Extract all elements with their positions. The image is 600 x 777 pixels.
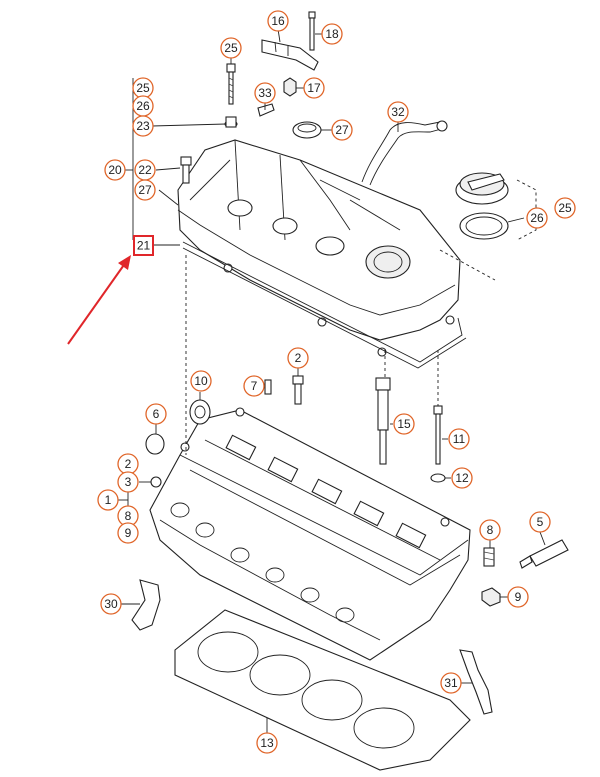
svg-text:1: 1 (105, 493, 112, 507)
svg-text:3: 3 (125, 475, 132, 489)
pin-7 (264, 379, 272, 395)
callout-26-left: 26 (132, 95, 154, 117)
callout-25-left: 25 (132, 77, 154, 99)
svg-text:2: 2 (125, 457, 132, 471)
svg-text:25: 25 (136, 81, 150, 95)
callout-30: 30 (100, 593, 122, 615)
callout-18: 18 (321, 23, 343, 45)
svg-text:10: 10 (194, 374, 208, 388)
stud-22 (180, 156, 192, 184)
cylinder-head (149, 407, 471, 661)
svg-text:13: 13 (260, 736, 274, 750)
highlight-arrow (67, 255, 131, 345)
svg-text:20: 20 (108, 163, 122, 177)
callout-24: 25 (220, 37, 242, 59)
valve-cover (177, 139, 461, 357)
svg-text:8: 8 (125, 509, 132, 523)
callout-27-left: 27 (134, 179, 156, 201)
breather-hose-32 (361, 120, 448, 186)
callout-32: 32 (387, 101, 409, 123)
callout-27-top: 27 (331, 119, 353, 141)
callout-25-right: 25 (554, 197, 576, 219)
callout-13: 13 (256, 732, 278, 754)
callout-10: 10 (190, 370, 212, 392)
oil-filler-cap (455, 172, 509, 240)
callout-12: 12 (451, 467, 473, 489)
callout-20: 20 (104, 159, 126, 181)
head-gasket-13 (174, 609, 471, 771)
svg-text:22: 22 (138, 163, 152, 177)
callout-2-top: 2 (287, 347, 309, 369)
o-ring-6 (145, 433, 165, 455)
svg-text:26: 26 (530, 211, 544, 225)
cap-27-top (292, 121, 322, 139)
svg-text:15: 15 (397, 417, 411, 431)
svg-text:31: 31 (444, 676, 458, 690)
callout-33: 33 (254, 82, 276, 104)
bolt-33 (257, 103, 275, 117)
plug-9-right (481, 587, 501, 607)
svg-text:16: 16 (271, 14, 285, 28)
svg-text:25: 25 (558, 201, 572, 215)
svg-text:32: 32 (391, 105, 405, 119)
callout-5: 5 (529, 511, 551, 533)
valve-cover-gasket (182, 241, 467, 369)
port-holes (170, 502, 355, 623)
callout-9-left: 9 (117, 522, 139, 544)
callout-17: 17 (303, 77, 325, 99)
bolt-8-right (483, 547, 495, 567)
svg-text:30: 30 (104, 597, 118, 611)
callout-26-right: 26 (526, 207, 548, 229)
screw-18 (308, 11, 316, 51)
svg-text:23: 23 (136, 119, 150, 133)
svg-text:17: 17 (307, 81, 321, 95)
callout-22: 22 (134, 159, 156, 181)
callout-3: 3 (117, 471, 139, 493)
callout-6: 6 (145, 403, 167, 425)
svg-text:18: 18 (325, 27, 339, 41)
callout-7: 7 (243, 375, 265, 397)
bracket-16 (261, 39, 319, 71)
bracket-30 (131, 579, 161, 631)
svg-text:9: 9 (515, 590, 522, 604)
callout-23: 23 (132, 115, 154, 137)
callout-31: 31 (440, 672, 462, 694)
svg-text:21: 21 (137, 239, 151, 253)
bolt-11 (433, 405, 443, 465)
svg-text:7: 7 (251, 379, 258, 393)
callout-21-highlighted: 21 (133, 235, 154, 256)
bolt-24 (226, 63, 236, 105)
svg-text:2: 2 (295, 351, 302, 365)
svg-text:12: 12 (455, 471, 469, 485)
svg-text:6: 6 (153, 407, 160, 421)
callout-11: 11 (448, 428, 470, 450)
washer-23 (224, 116, 238, 128)
svg-text:5: 5 (537, 515, 544, 529)
sealant-tube-5 (519, 539, 569, 569)
callout-9-right: 9 (507, 586, 529, 608)
svg-text:9: 9 (125, 526, 132, 540)
seal-10 (189, 399, 211, 425)
injector-15 (375, 377, 391, 465)
bracket-31 (459, 649, 493, 715)
svg-text:8: 8 (487, 523, 494, 537)
nut-17 (283, 77, 297, 97)
svg-text:11: 11 (453, 432, 466, 446)
callout-2-left: 2 (117, 453, 139, 475)
callout-15: 15 (393, 413, 415, 435)
bolt-2-top (292, 375, 304, 405)
svg-text:27: 27 (138, 183, 152, 197)
plug-3 (150, 476, 162, 488)
callout-8-right: 8 (479, 519, 501, 541)
camshaft-bearings (225, 434, 427, 549)
svg-text:25: 25 (224, 41, 238, 55)
svg-text:26: 26 (136, 99, 150, 113)
svg-text:27: 27 (335, 123, 349, 137)
callout-1: 1 (97, 489, 119, 511)
callout-16: 16 (267, 10, 289, 32)
washer-12 (430, 473, 446, 483)
svg-text:33: 33 (258, 86, 272, 100)
callout-labels: 16 18 25 17 25 33 26 32 23 27 20 22 27 2… (97, 10, 576, 754)
